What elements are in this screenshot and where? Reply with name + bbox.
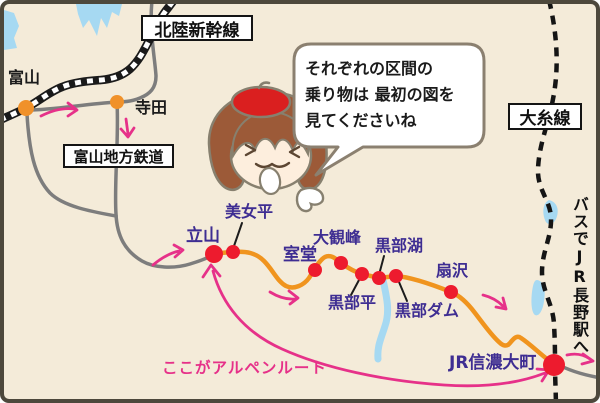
alpen-route-highlight-arrow [201, 263, 551, 388]
note-bus-to-nagano: バスでJR長野駅へ [570, 196, 589, 355]
water-body-top [76, 4, 122, 36]
direction-arrow-ogizawa [481, 293, 508, 311]
direction-arrow-toyama [39, 101, 79, 118]
junction-dot-terada [110, 95, 124, 109]
label-tateyama: 立山 [186, 226, 220, 246]
label-kurobe-dam: 黒部ダム [395, 301, 460, 320]
label-toyama: 富山 [8, 68, 41, 87]
direction-arrow-tateyama [151, 243, 185, 267]
label-kurobedaira: 黒部平 [328, 293, 377, 312]
station-dot-murodo [308, 263, 322, 277]
girl-tongue [258, 166, 282, 196]
direction-arrow-nagano [565, 352, 595, 366]
water-body-left [4, 10, 19, 50]
pointer-kurobedaira [350, 279, 360, 296]
girl-beret-stem [257, 81, 271, 90]
label-murodo: 室堂 [283, 245, 317, 265]
junction-dot-toyama [18, 100, 34, 116]
label-bijodaira: 美女平 [225, 202, 274, 221]
girl-eye-left [244, 143, 257, 157]
alpine-route-line [212, 249, 558, 366]
speech-bubble [292, 42, 486, 177]
label-toyama-chiho-railway: 富山地方鉄道 [63, 144, 174, 168]
station-dot-bijodaira [226, 245, 240, 259]
pointer-kurobe-dam [398, 281, 408, 302]
station-dot-ogizawa [444, 285, 458, 299]
station-dot-kurobedaira [355, 267, 369, 281]
station-dot-daikanbo [334, 256, 348, 270]
pointer-bijodaira [233, 222, 243, 247]
road-toyama-south [25, 112, 118, 218]
kurobe-river [374, 276, 392, 363]
girl-hand [295, 186, 325, 213]
label-ogizawa: 扇沢 [436, 261, 469, 280]
label-shinano-omachi: JR信濃大町 [449, 353, 537, 373]
water-body-right-lower [531, 280, 545, 316]
label-oito-line: 大糸線 [508, 103, 582, 130]
speech-bubble-text: それぞれの区間の 乗り物は 最初の図を 見てくださいね [305, 56, 479, 134]
girl-eye-right [288, 145, 301, 159]
label-kurobeko: 黒部湖 [375, 236, 424, 255]
girl-mouth [254, 161, 291, 169]
oito-dashed-line [535, 4, 559, 399]
speech-line-2: 乗り物は 最初の図を [305, 84, 455, 104]
speech-line-3: 見てくださいね [305, 110, 417, 130]
speech-line-1: それぞれの区間の [305, 59, 434, 78]
girl-beret [230, 85, 292, 119]
station-dot-kurobe-dam [389, 269, 403, 283]
map-canvas [4, 4, 596, 399]
station-dot-tateyama [205, 245, 223, 263]
character-girl [207, 81, 328, 213]
station-dot-shinano-omachi [543, 354, 565, 376]
pointer-kurobeko [379, 255, 385, 272]
station-dot-kurobeko [372, 271, 386, 285]
road-toyama-terada [26, 100, 119, 112]
direction-arrow-murodo [268, 289, 300, 306]
note-alpen-route-here: ここがアルペンルート [162, 359, 327, 377]
direction-arrow-terada [119, 117, 136, 139]
label-terada: 寺田 [135, 98, 168, 117]
label-daikanbo: 大観峰 [313, 228, 362, 247]
label-hokuriku-shinkansen: 北陸新幹線 [141, 15, 253, 41]
